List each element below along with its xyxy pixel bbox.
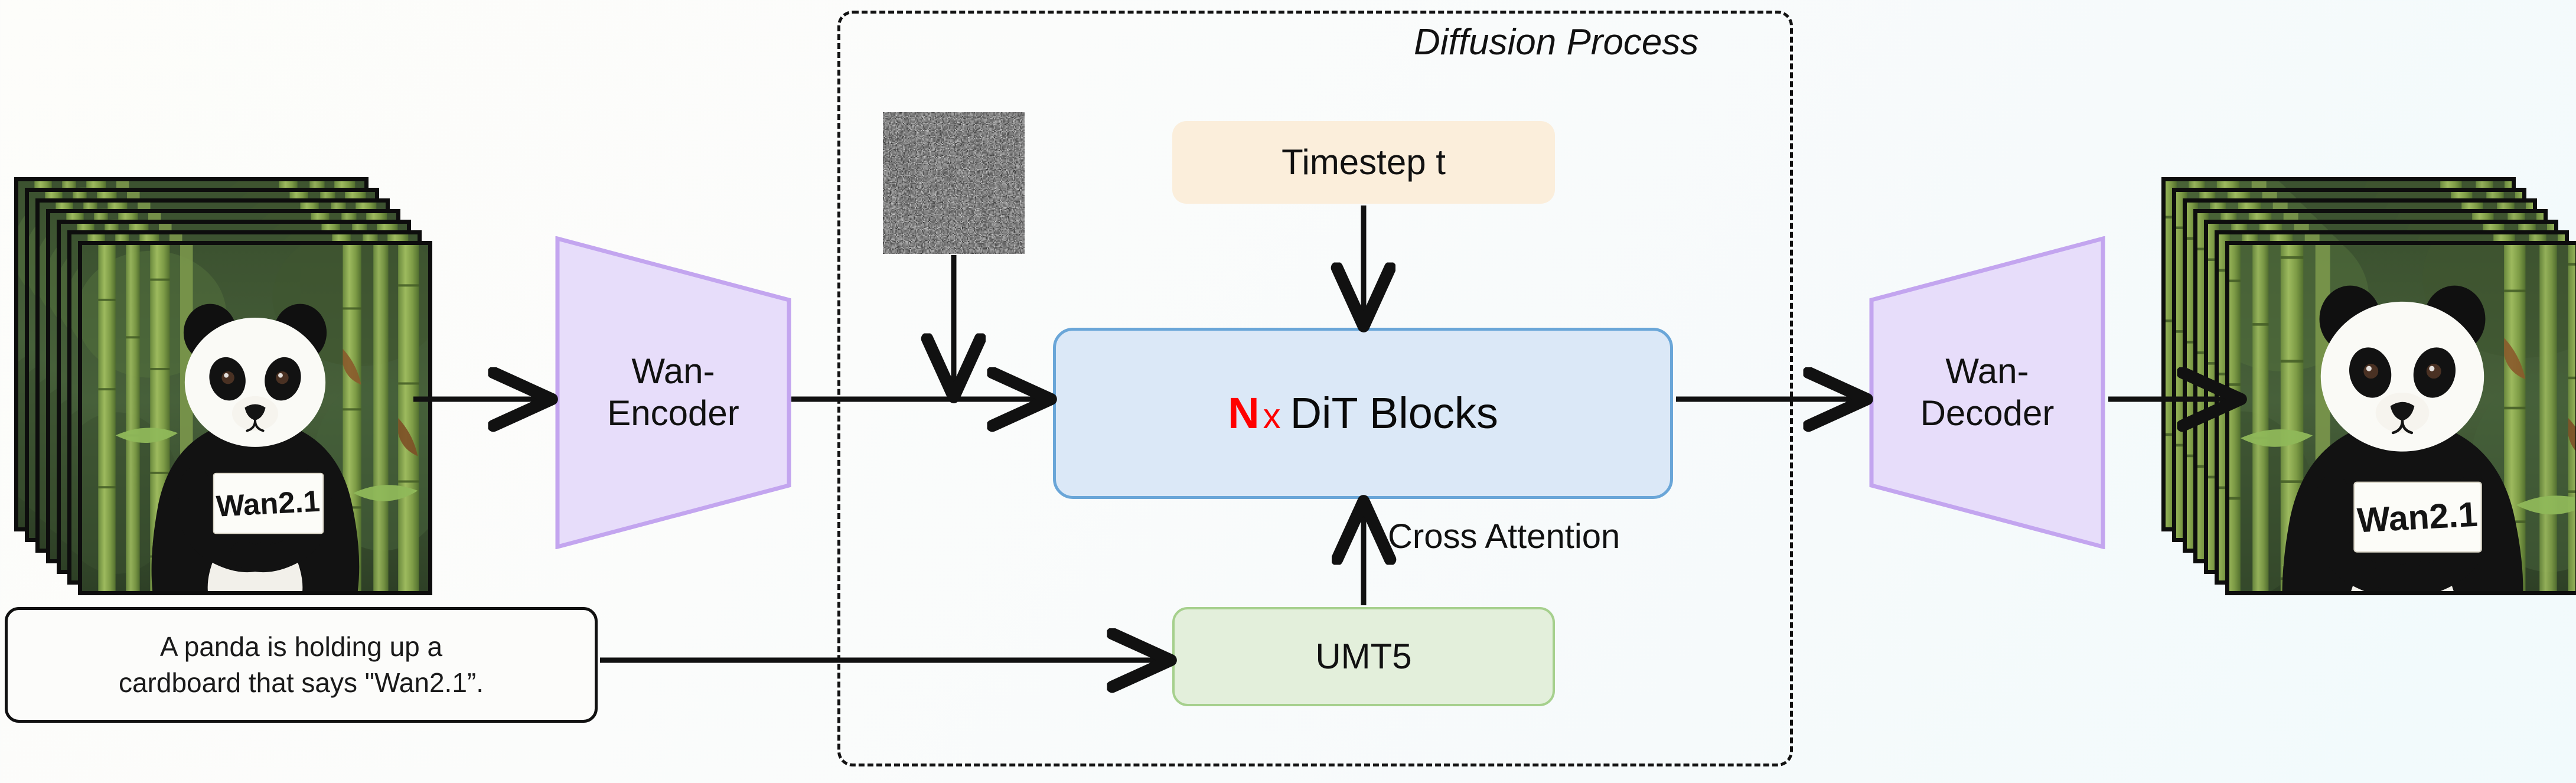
diffusion-process-region [837,11,1793,766]
svg-text:Wan2.1: Wan2.1 [2356,495,2479,540]
umt5-text-encoder-box[interactable]: UMT5 [1172,607,1555,706]
gaussian-noise-patch [883,112,1025,254]
encoder-label-line1: Wan- [631,351,715,392]
wan-encoder-label: Wan- Encoder [607,351,739,435]
dit-times-symbol: x [1263,396,1281,436]
trapezoid-shape [555,236,791,549]
diffusion-process-label: Diffusion Process [1414,22,1699,63]
output-video-frame-stack: Wan2.1 [2161,177,2576,598]
wan-encoder-block[interactable]: Wan- Encoder [555,236,791,549]
prompt-text: A panda is holding up a cardboard that s… [119,629,484,700]
svg-text:Wan2.1: Wan2.1 [216,484,321,523]
dit-repeat-count: N [1228,388,1260,438]
video-frame-front: Wan2.1 [78,241,432,595]
input-video-frame-stack: Wan2.1 [14,177,435,598]
wan-decoder-label: Wan- Decoder [1920,351,2055,435]
timestep-box[interactable]: Timestep t [1172,121,1555,204]
encoder-label-line2: Encoder [607,393,739,433]
prompt-line1: A panda is holding up a [159,631,443,663]
umt5-label: UMT5 [1315,637,1412,677]
timestep-label: Timestep t [1282,142,1446,182]
video-frame-front: Wan2.1 [2225,241,2576,595]
wan-decoder-block[interactable]: Wan- Decoder [1869,236,2105,549]
decoder-label-line2: Decoder [1920,393,2055,433]
text-prompt-box[interactable]: A panda is holding up a cardboard that s… [5,607,598,723]
prompt-line2: cardboard that says "Wan2.1”. [118,667,484,698]
dit-blocks-label: DiT Blocks [1290,388,1498,438]
decoder-label-line1: Wan- [1945,351,2029,392]
cross-attention-label: Cross Attention [1388,517,1620,556]
